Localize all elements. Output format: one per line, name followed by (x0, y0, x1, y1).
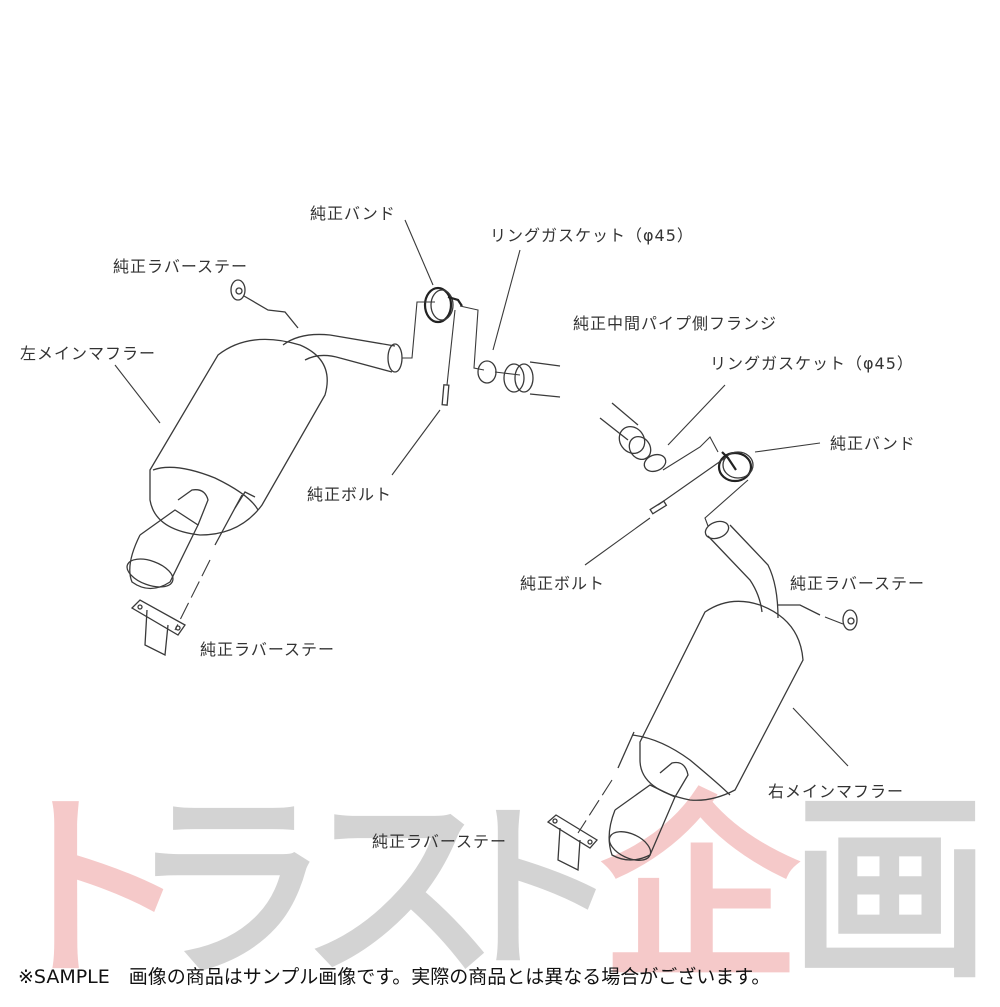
watermark-char: 画 (790, 772, 991, 1007)
label-ring-gasket-right: リングガスケット（φ45） (710, 354, 914, 373)
leader-lines (114, 219, 849, 767)
label-stock-mid-pipe-flange: 純正中間パイプ側フランジ (573, 314, 778, 333)
label-right-main-muffler: 右メインマフラー (768, 782, 905, 801)
right-main-muffler-drawing (546, 402, 858, 872)
watermark-char: ト (440, 784, 621, 995)
watermark-char: ト (0, 772, 191, 1007)
sample-disclaimer: ※SAMPLE 画像の商品はサンプル画像です。実際の商品とは異なる場合がございま… (18, 966, 771, 988)
label-stock-bolt-right: 純正ボルト (520, 574, 606, 593)
label-stock-band-left: 純正バンド (310, 204, 396, 223)
label-stock-rubber-stay-bottom-right: 純正ラバーステー (372, 832, 508, 851)
label-stock-rubber-stay-top-right: 純正ラバーステー (790, 574, 926, 593)
label-stock-rubber-stay-top-left: 純正ラバーステー (113, 257, 249, 276)
left-main-muffler-drawing (126, 279, 561, 657)
watermark-char: 企 (600, 772, 801, 1007)
label-left-main-muffler: 左メインマフラー (20, 344, 157, 363)
label-ring-gasket-left: リングガスケット（φ45） (490, 226, 694, 245)
label-stock-rubber-stay-bottom-left: 純正ラバーステー (200, 640, 336, 659)
label-stock-bolt-left: 純正ボルト (307, 485, 393, 504)
watermark-char: ラ (130, 772, 331, 1007)
watermark-char: ス (300, 772, 501, 1007)
label-stock-band-right: 純正バンド (830, 434, 916, 453)
